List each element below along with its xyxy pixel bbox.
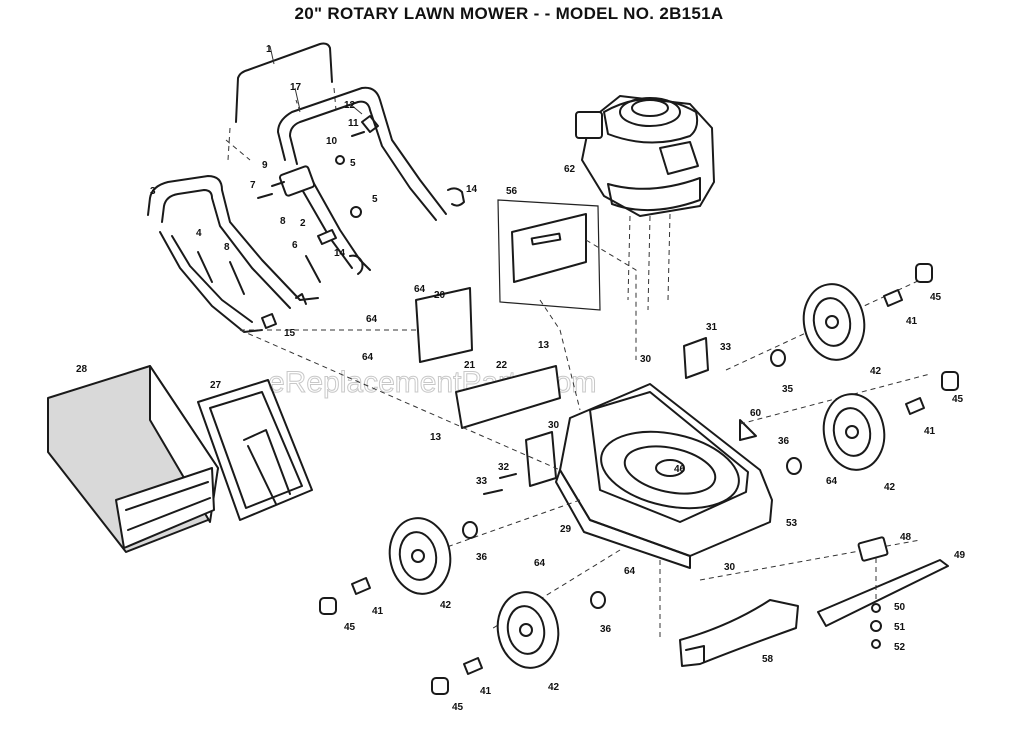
callout: 64 (362, 352, 374, 363)
callout: 41 (480, 686, 492, 697)
callout: 2 (300, 218, 306, 229)
callout: 3 (150, 186, 156, 197)
callout: 45 (952, 394, 964, 405)
callout: 32 (498, 462, 510, 473)
leader-lines (239, 45, 931, 640)
callout: 36 (600, 624, 612, 635)
callout: 41 (924, 426, 936, 437)
callout: 41 (906, 316, 918, 327)
callout: 64 (414, 284, 426, 295)
callout: 17 (290, 82, 302, 93)
baffle (679, 599, 799, 667)
callout: 35 (782, 384, 794, 395)
callout: 5 (350, 158, 356, 169)
callout: 42 (440, 600, 452, 611)
callout: 56 (506, 186, 518, 197)
mower-deck (555, 383, 773, 569)
callout: 41 (372, 606, 384, 617)
lower-handle (147, 175, 319, 333)
diagram-title: 20" ROTARY LAWN MOWER - - MODEL NO. 2B15… (294, 4, 724, 23)
callout: 9 (262, 160, 268, 171)
callout: 14 (466, 184, 478, 195)
callout: 52 (894, 642, 906, 653)
wheel-front-right (786, 371, 959, 475)
callout: 8 (280, 216, 286, 227)
deflector-assembly (497, 199, 637, 411)
callout: 10 (326, 136, 338, 147)
callout: 42 (870, 366, 882, 377)
grass-bag (47, 365, 219, 553)
callout: 64 (534, 558, 546, 569)
callout: 50 (894, 602, 906, 613)
callout: 33 (476, 476, 488, 487)
callout: 62 (564, 164, 576, 175)
callout: 58 (762, 654, 774, 665)
callout: 48 (900, 532, 912, 543)
wheel-rear-right (770, 263, 933, 367)
callout: 42 (884, 482, 896, 493)
callout: 30 (640, 354, 652, 365)
upper-handle-wire (227, 42, 337, 161)
callout: 51 (894, 622, 906, 633)
callout: 27 (210, 380, 222, 391)
callout: 46 (674, 464, 686, 475)
callout: 45 (344, 622, 356, 633)
callout: 42 (548, 682, 560, 693)
callout: 30 (548, 420, 560, 431)
callout: 5 (372, 194, 378, 205)
callout: 13 (430, 432, 442, 443)
callout: 31 (706, 322, 718, 333)
callout: 22 (496, 360, 508, 371)
callout: 7 (250, 180, 256, 191)
callout: 14 (334, 248, 346, 259)
callout: 15 (284, 328, 296, 339)
callout: 12 (344, 100, 356, 111)
callout: 11 (348, 118, 359, 129)
callout: 8 (224, 242, 230, 253)
callout: 6 (292, 240, 298, 251)
blade-assembly (817, 536, 949, 649)
callout: 53 (786, 518, 798, 529)
callout: 33 (720, 342, 732, 353)
callout: 28 (76, 364, 88, 375)
callout: 30 (724, 562, 736, 573)
bag-frame (197, 379, 313, 521)
callout: 64 (366, 314, 378, 325)
rear-brackets (415, 287, 709, 495)
callout: 64 (624, 566, 636, 577)
callout: 36 (476, 552, 488, 563)
wheel-rear-left (431, 591, 606, 695)
callout: 64 (826, 476, 838, 487)
callout: 45 (930, 292, 942, 303)
callout: 4 (196, 228, 202, 239)
callout: 60 (750, 408, 762, 419)
engine (575, 95, 715, 311)
callout: 45 (452, 702, 464, 713)
handle-hardware (197, 99, 465, 331)
callout-labels: 1 17 12 11 10 5 9 3 7 8 8 2 5 14 14 6 15… (76, 44, 966, 713)
callout: 36 (778, 436, 790, 447)
callout: 13 (538, 340, 550, 351)
callout: 1 (266, 44, 272, 55)
callout: 21 (464, 360, 476, 371)
wheel-front-left (319, 517, 478, 615)
callout: 20 (434, 290, 446, 301)
callout: 49 (954, 550, 966, 561)
callout: 29 (560, 524, 572, 535)
